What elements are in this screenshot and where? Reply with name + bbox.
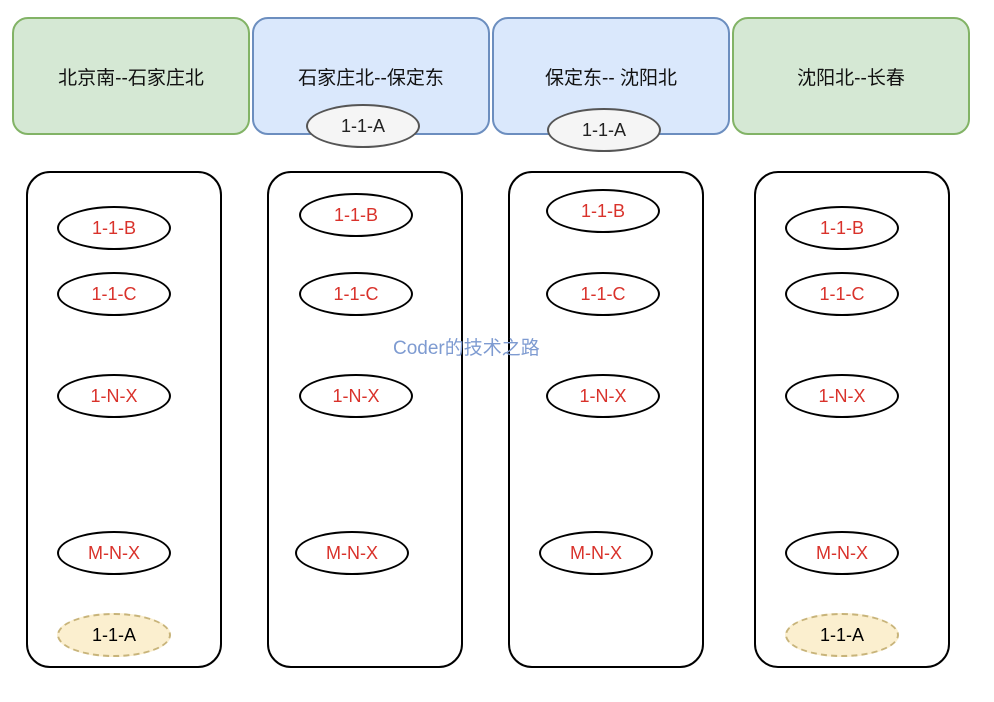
segment-label: 保定东-- 沈阳北 [545,67,677,89]
ticket-label: 1-1-B [580,200,625,221]
ticket-ellipse: 1-N-X [546,374,660,418]
segment-label: 北京南--石家庄北 [58,67,204,89]
ticket-label: 1-1-C [333,283,379,304]
ticket-label: 1-1-B [819,217,864,238]
ticket-label: 1-1-C [819,283,865,304]
ticket-ellipse: 1-1-C [546,272,660,316]
ticket-ellipse-dashed: 1-1-A [57,613,171,657]
segment-label: 沈阳北--长春 [797,67,905,89]
segment-badge-ellipse: 1-1-A [306,104,420,148]
ticket-label: M-N-X [88,542,140,563]
ticket-label: M-N-X [816,542,868,563]
ticket-ellipse-dashed: 1-1-A [785,613,899,657]
ticket-ellipse: 1-N-X [299,374,413,418]
ticket-label: 1-1-C [91,283,137,304]
segment-badge-ellipse: 1-1-A [547,108,661,152]
ticket-label: 1-N-X [818,385,866,406]
ticket-ellipse: 1-1-C [785,272,899,316]
segment-label: 石家庄北--保定东 [298,67,444,89]
seat-column-1 [26,171,222,668]
ticket-ellipse: 1-1-C [57,272,171,316]
seat-column-3 [508,171,704,668]
ticket-label: 1-1-B [333,204,378,225]
ticket-label: M-N-X [326,542,378,563]
seat-column-4 [754,171,950,668]
ticket-label: 1-N-X [579,385,627,406]
ticket-ellipse: M-N-X [539,531,653,575]
ticket-label: M-N-X [570,542,622,563]
ticket-ellipse: 1-N-X [57,374,171,418]
ticket-ellipse: 1-1-B [546,189,660,233]
ticket-label: 1-1-A [819,624,864,645]
ticket-ellipse: 1-1-B [785,206,899,250]
watermark: Coder的技术之路 [393,338,540,359]
ticket-label: 1-1-C [580,283,626,304]
ticket-label: 1-1-B [91,217,136,238]
ticket-ellipse: M-N-X [57,531,171,575]
segment-shenyangbei-changchun: 沈阳北--长春 [732,17,970,135]
badge-label: 1-1-A [340,115,385,136]
ticket-ellipse: 1-1-C [299,272,413,316]
badge-label: 1-1-A [581,119,626,140]
ticket-ellipse: 1-1-B [299,193,413,237]
ticket-ellipse: M-N-X [295,531,409,575]
ticket-ellipse: 1-N-X [785,374,899,418]
ticket-ellipse: M-N-X [785,531,899,575]
ticket-label: 1-N-X [90,385,138,406]
ticket-label: 1-1-A [91,624,136,645]
seat-column-2 [267,171,463,668]
ticket-label: 1-N-X [332,385,380,406]
ticket-ellipse: 1-1-B [57,206,171,250]
segment-beijingnan-shijiazhuangbei: 北京南--石家庄北 [12,17,250,135]
